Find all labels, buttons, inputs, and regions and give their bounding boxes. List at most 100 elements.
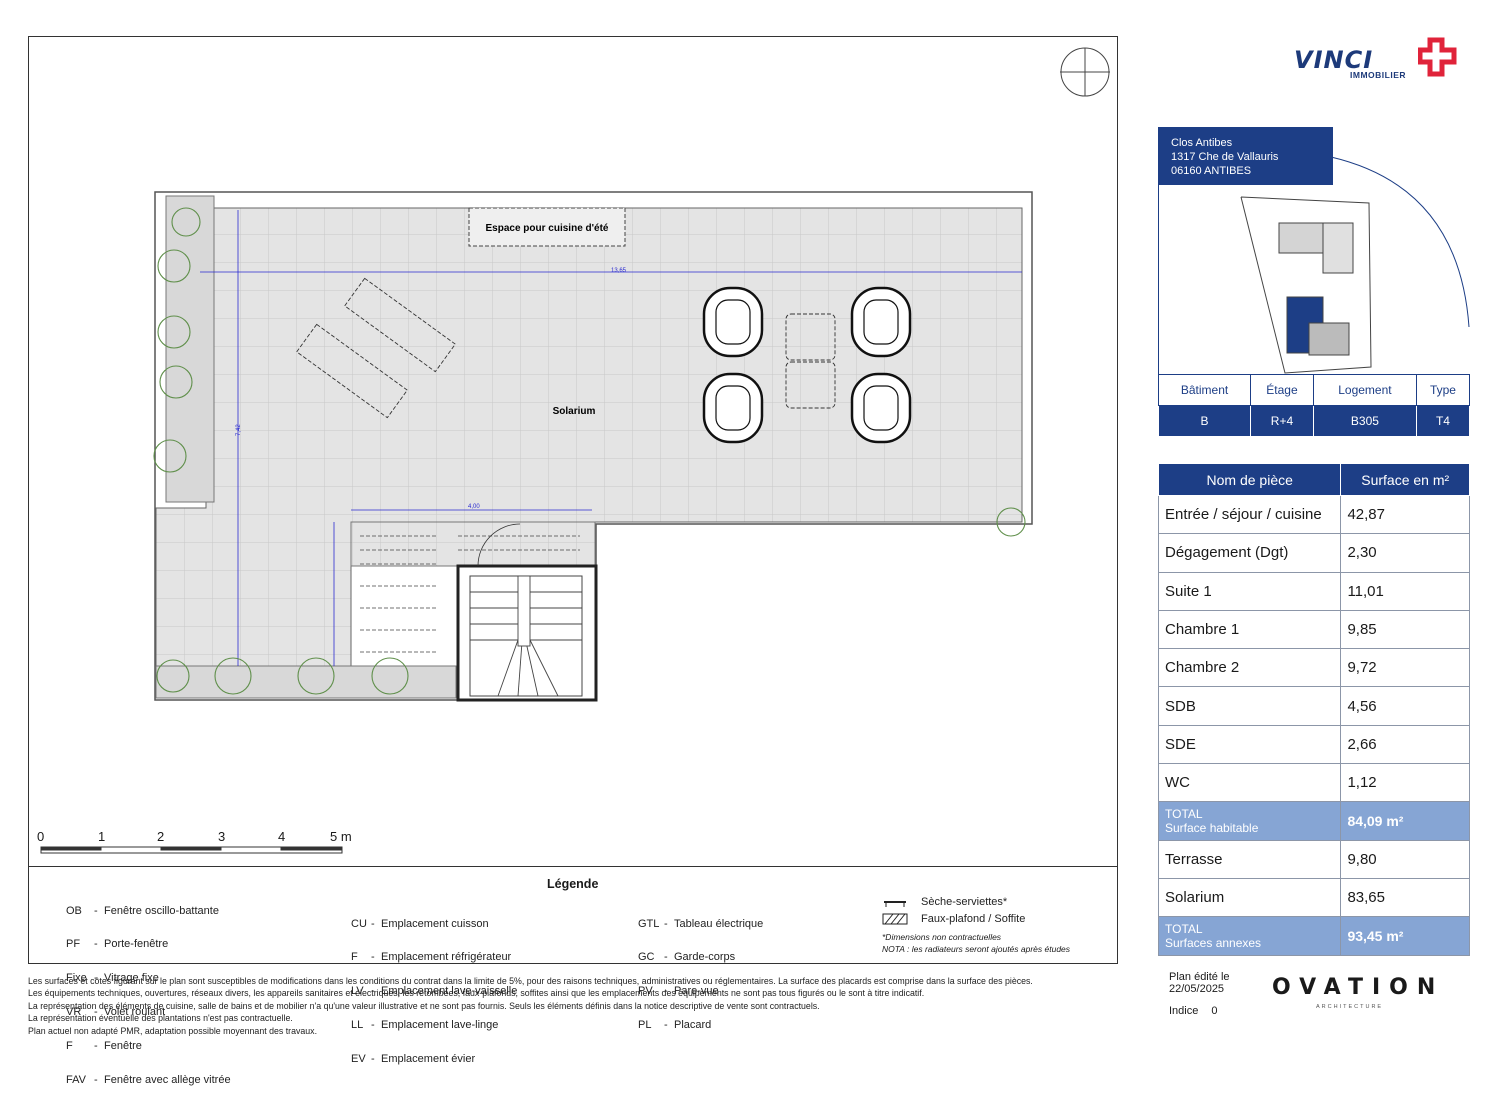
info-value: T4	[1415, 405, 1471, 436]
legend-label: Emplacement évier	[381, 1053, 476, 1066]
door-swing	[477, 523, 521, 567]
legend-label: Fenêtre avec allège vitrée	[104, 1074, 231, 1087]
plan-frame	[28, 36, 1118, 964]
address-line: 1317 Che de Vallauris	[1171, 151, 1279, 163]
legend-code: F	[351, 951, 358, 964]
legend-code: Fixe	[66, 972, 87, 985]
dims-note: *Dimensions non contractuelles	[882, 932, 1002, 942]
legend-label: Emplacement lave-vaisselle	[381, 985, 518, 998]
footer-note: Plan actuel non adapté PMR, adaptation p…	[28, 1025, 318, 1036]
annex-area: 9,80	[1340, 839, 1470, 879]
legend-label: Fenêtre oscillo-battante	[104, 904, 219, 917]
vinci-cross-icon	[1418, 37, 1457, 77]
site-map	[1158, 127, 1470, 374]
lot-info-table: Bâtiment Étage Logement Type B R+4 B305 …	[1157, 374, 1471, 436]
legend-code: LV	[351, 985, 364, 998]
info-header: Bâtiment	[1157, 374, 1252, 406]
scale-label: 2	[157, 829, 165, 844]
legend-label: Tableau électrique	[674, 917, 764, 930]
footer-note: Les surfaces et côtes figurant sur le pl…	[28, 976, 1033, 986]
edition-info: Plan édité le 22/05/2025	[1169, 971, 1230, 995]
room-area: 2,30	[1340, 533, 1470, 573]
room-name: Suite 1	[1157, 571, 1342, 611]
annex-name: Solarium	[1157, 877, 1342, 918]
room-name: WC	[1157, 763, 1342, 803]
legend-symbols	[882, 901, 908, 925]
summer-kitchen-area	[468, 207, 626, 247]
edition-label: Plan édité le	[1169, 971, 1230, 983]
indice-value: 0	[1211, 1005, 1218, 1017]
surface-header-area: Surface en m²	[1340, 463, 1470, 496]
stairwell-steps	[470, 575, 582, 697]
legend-seche: Sèche-serviettes*	[921, 896, 1008, 908]
legend-label: Porte-fenêtre	[104, 938, 169, 951]
planter-left	[165, 195, 215, 503]
dim-short: 4,00	[468, 504, 480, 510]
legend-code: GC	[638, 951, 655, 964]
footer-notes: Les surfaces et côtes figurant sur le pl…	[28, 975, 1033, 1037]
legend-code: PL	[638, 1019, 652, 1032]
indice-label: Indice	[1169, 1005, 1199, 1017]
annex-name: Terrasse	[1157, 839, 1342, 879]
edition-date: 22/05/2025	[1169, 983, 1225, 995]
legend-label: Pare-vue	[674, 985, 719, 998]
room-area: 2,66	[1340, 724, 1470, 765]
vinci-logo-sub: IMMOBILIER	[1350, 70, 1406, 80]
total-annexes-value: 93,45 m²	[1340, 916, 1470, 956]
footer-note: Les équipements techniques, ouvertures, …	[28, 988, 925, 999]
room-name: Chambre 2	[1157, 648, 1342, 688]
room-area: 1,12	[1340, 763, 1470, 803]
legend-label: Placard	[674, 1019, 712, 1032]
legend-label: Emplacement réfrigérateur	[381, 951, 512, 964]
room-area: 11,01	[1340, 571, 1470, 611]
terrace-strip	[350, 521, 596, 567]
legend-label: Fenêtre	[104, 1040, 142, 1053]
ovation-logo-sub: ARCHITECTURE	[1316, 1004, 1384, 1010]
legend-label: Vitrage fixe	[104, 972, 159, 985]
info-header: Type	[1415, 374, 1471, 406]
scale-label: 4	[278, 829, 286, 844]
solarium-outline	[154, 191, 1033, 701]
dim-height: 7,42	[236, 424, 242, 436]
legend-label: Emplacement lave-linge	[381, 1019, 499, 1032]
legend-col-3: GTL-Tableau électrique GC-Garde-corps PV…	[638, 917, 764, 1032]
room-area: 9,72	[1340, 648, 1470, 688]
legend-code: CU	[351, 917, 367, 930]
annex-area: 83,65	[1340, 877, 1470, 918]
sun-loungers	[296, 277, 456, 419]
scale-label: 1	[98, 829, 106, 844]
floor-plan-drawing: 13,65 7,42 4,00 Espace pour cuisine d'ét…	[40, 47, 1110, 854]
indice: Indice 0	[1169, 1005, 1218, 1017]
dim-width: 13,65	[611, 268, 627, 274]
room-name: Chambre 1	[1157, 609, 1342, 650]
north-arrow	[1060, 47, 1110, 97]
legend-faux-plafond: Faux-plafond / Soffite	[921, 913, 1026, 925]
info-header: Logement	[1312, 374, 1417, 406]
legend-code: F	[66, 1040, 73, 1053]
plant-icons	[153, 207, 1026, 695]
legend-code: GTL	[638, 917, 660, 930]
dimension-lines	[200, 210, 1022, 666]
towel-rail-icon	[884, 901, 906, 907]
legend-code: PV	[638, 985, 653, 998]
legend-code: PF	[66, 938, 81, 951]
legend-label: Volet roulant	[104, 1006, 166, 1019]
scale-label: 0	[37, 829, 45, 844]
address-line: Clos Antibes	[1171, 137, 1233, 149]
info-value: B	[1157, 405, 1252, 436]
vinci-logo-word: VINCI	[1294, 46, 1374, 74]
legend-label: Emplacement cuisson	[381, 917, 489, 930]
legend-label: Garde-corps	[674, 951, 736, 964]
room-name: SDB	[1157, 686, 1342, 726]
legend-code: LL	[351, 1019, 364, 1032]
scale-bar	[40, 846, 343, 854]
legend-code: VR	[66, 1006, 82, 1019]
hatch-icon	[882, 913, 908, 925]
